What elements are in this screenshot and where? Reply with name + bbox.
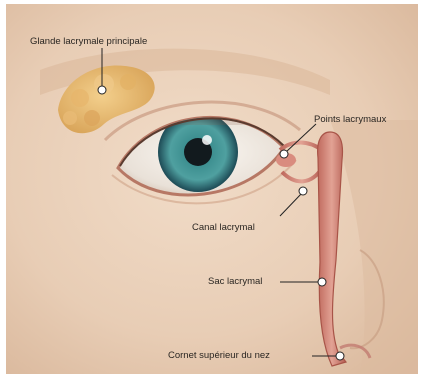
label-superior-turbinate: Cornet supérieur du nez: [168, 350, 270, 362]
label-lacrimal-canal: Canal lacrymal: [192, 222, 255, 234]
label-main-lacrimal-gland: Glande lacrymale principale: [30, 36, 147, 48]
label-lacrimal-sac: Sac lacrymal: [208, 276, 262, 288]
eye-highlight: [202, 135, 212, 145]
label-lacrimal-puncta: Points lacrymaux: [314, 114, 386, 126]
